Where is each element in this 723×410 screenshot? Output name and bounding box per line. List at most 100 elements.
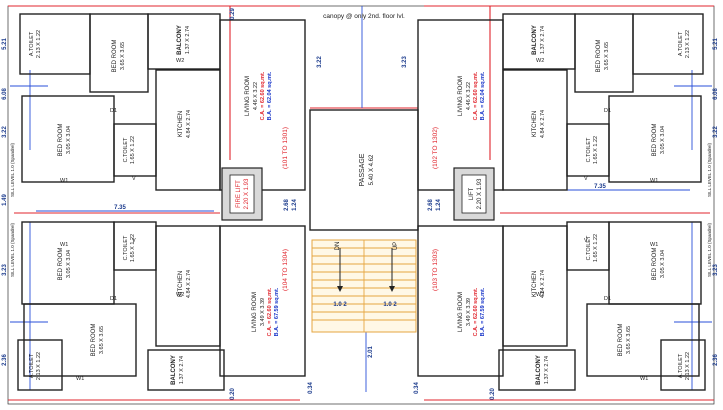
svg-text:V: V bbox=[584, 238, 588, 244]
svg-text:3.22: 3.22 bbox=[317, 56, 323, 68]
svg-text:BED ROOM: BED ROOM bbox=[618, 324, 624, 357]
stair-flight-2: 1.0 2 bbox=[383, 302, 397, 308]
svg-text:0.34: 0.34 bbox=[414, 382, 420, 394]
corridor-outline bbox=[309, 109, 419, 231]
stair-flight-1: 1.0 2 bbox=[333, 302, 347, 308]
svg-text:1.65 X 1.22: 1.65 X 1.22 bbox=[593, 136, 599, 164]
svg-text:3.05 X 3.04: 3.05 X 3.04 bbox=[660, 250, 666, 278]
svg-text:2.36: 2.36 bbox=[2, 354, 8, 366]
plan-border bbox=[7, 5, 715, 405]
unit-bottom-left: A.TOILET 2.13 X 1.22 BALCONY 1.37 X 2.74… bbox=[29, 234, 280, 385]
svg-text:BED ROOM: BED ROOM bbox=[91, 324, 97, 357]
stair-treads bbox=[312, 240, 416, 332]
svg-text:1.37 X 2.74: 1.37 X 2.74 bbox=[540, 26, 546, 54]
svg-text:BED ROOM: BED ROOM bbox=[58, 124, 64, 157]
svg-text:C.A. = 62.60 sq.mt.: C.A. = 62.60 sq.mt. bbox=[267, 287, 273, 336]
svg-text:BED ROOM: BED ROOM bbox=[58, 248, 64, 281]
svg-text:A.TOILET: A.TOILET bbox=[29, 31, 35, 56]
svg-text:LIVING ROOM: LIVING ROOM bbox=[252, 292, 258, 332]
svg-text:1.65 X 1.22: 1.65 X 1.22 bbox=[130, 136, 136, 164]
svg-text:2.36: 2.36 bbox=[713, 354, 719, 366]
svg-text:6.08: 6.08 bbox=[713, 88, 719, 100]
svg-text:BALCONY: BALCONY bbox=[532, 25, 538, 55]
svg-text:3.05 X 3.04: 3.05 X 3.04 bbox=[660, 126, 666, 154]
svg-text:1.24: 1.24 bbox=[436, 199, 442, 211]
passage-label: PASSAGE bbox=[359, 153, 366, 186]
svg-text:3.65 X 3.65: 3.65 X 3.65 bbox=[626, 326, 632, 354]
svg-text:BED ROOM: BED ROOM bbox=[112, 40, 118, 73]
svg-text:1.65 X 1.22: 1.65 X 1.22 bbox=[130, 234, 136, 262]
svg-text:2.68: 2.68 bbox=[428, 199, 434, 211]
svg-text:4.46 X 3.22: 4.46 X 3.22 bbox=[253, 82, 259, 110]
svg-text:3.49 X 3.39: 3.49 X 3.39 bbox=[260, 298, 266, 326]
fire-lift-size: 2.20 X 1.93 bbox=[244, 178, 250, 209]
svg-text:3.65 X 3.65: 3.65 X 3.65 bbox=[120, 42, 126, 70]
svg-text:1.37 X 2.74: 1.37 X 2.74 bbox=[179, 356, 185, 384]
svg-text:3.22: 3.22 bbox=[713, 126, 719, 138]
svg-text:A.TOILET: A.TOILET bbox=[29, 353, 35, 378]
svg-text:BALCONY: BALCONY bbox=[177, 25, 183, 55]
svg-text:3.23: 3.23 bbox=[713, 264, 719, 276]
svg-text:7.35: 7.35 bbox=[114, 205, 126, 211]
walls-left bbox=[17, 13, 306, 391]
svg-text:SILL LEVEL 1.0 (Spandrel): SILL LEVEL 1.0 (Spandrel) bbox=[707, 223, 712, 277]
svg-text:BALCONY: BALCONY bbox=[536, 355, 542, 385]
svg-text:3.65 X 3.65: 3.65 X 3.65 bbox=[604, 42, 610, 70]
svg-text:3.65 X 3.65: 3.65 X 3.65 bbox=[99, 326, 105, 354]
svg-text:1.49: 1.49 bbox=[2, 194, 8, 206]
svg-text:BED ROOM: BED ROOM bbox=[652, 248, 658, 281]
unit-id-bottom-left: (104 TO 1304) bbox=[282, 249, 289, 291]
svg-text:A.TOILET: A.TOILET bbox=[678, 353, 684, 378]
fire-lift-label: FIRE LIFT bbox=[236, 180, 242, 208]
svg-text:W1: W1 bbox=[60, 178, 68, 184]
svg-text:C.TOILET: C.TOILET bbox=[586, 137, 592, 162]
svg-text:C.A. = 62.60 sq.mt.: C.A. = 62.60 sq.mt. bbox=[473, 287, 479, 336]
svg-text:4.46 X 3.22: 4.46 X 3.22 bbox=[466, 82, 472, 110]
svg-text:KITCHEN: KITCHEN bbox=[178, 271, 184, 297]
svg-text:4.84 X 2.74: 4.84 X 2.74 bbox=[540, 270, 546, 298]
svg-text:SILL LEVEL 1.0 (Spandrel): SILL LEVEL 1.0 (Spandrel) bbox=[10, 223, 15, 277]
svg-text:B.A. = 67.59 sq.mt.: B.A. = 67.59 sq.mt. bbox=[274, 287, 280, 336]
svg-text:W2: W2 bbox=[176, 292, 184, 298]
svg-text:4.84 X 2.74: 4.84 X 2.74 bbox=[540, 110, 546, 138]
unit-id-top-left: (101 TO 1301) bbox=[282, 127, 289, 169]
unit-top-left: A.TOILET 2.13 X 1.22 BALCONY 1.37 X 2.74… bbox=[29, 25, 273, 164]
svg-text:D1: D1 bbox=[604, 108, 611, 114]
svg-text:2.13 X 1.22: 2.13 X 1.22 bbox=[685, 352, 691, 380]
svg-text:4.84 X 2.74: 4.84 X 2.74 bbox=[186, 270, 192, 298]
svg-text:B.A. = 62.04 sq.mt.: B.A. = 62.04 sq.mt. bbox=[267, 71, 273, 120]
dimension-labels: 5.21 3.22 1.49 3.23 2.36 5.21 3.22 3.23 … bbox=[2, 8, 719, 400]
svg-text:2.13 X 1.22: 2.13 X 1.22 bbox=[36, 30, 42, 58]
svg-text:1.65 X 1.22: 1.65 X 1.22 bbox=[593, 234, 599, 262]
svg-text:D1: D1 bbox=[604, 296, 611, 302]
svg-text:C.A. = 62.60 sq.mt.: C.A. = 62.60 sq.mt. bbox=[473, 71, 479, 120]
svg-text:KITCHEN: KITCHEN bbox=[532, 111, 538, 137]
unit-id-bottom-right: (103 TO 1303) bbox=[432, 249, 439, 291]
svg-text:1.24: 1.24 bbox=[292, 199, 298, 211]
svg-text:W2: W2 bbox=[176, 58, 184, 64]
svg-text:C.A. = 62.60 sq.mt.: C.A. = 62.60 sq.mt. bbox=[260, 71, 266, 120]
svg-text:W1: W1 bbox=[650, 178, 658, 184]
lift-size: 2.20 X 1.93 bbox=[477, 178, 483, 209]
svg-text:C.TOILET: C.TOILET bbox=[123, 137, 129, 162]
svg-text:3.23: 3.23 bbox=[402, 56, 408, 68]
svg-text:2.13 X 1.22: 2.13 X 1.22 bbox=[36, 352, 42, 380]
svg-text:KITCHEN: KITCHEN bbox=[532, 271, 538, 297]
stair-down-label: DN bbox=[335, 242, 341, 251]
unit-id-top-right: (102 TO 1302) bbox=[432, 127, 439, 169]
svg-text:C.TOILET: C.TOILET bbox=[586, 235, 592, 260]
perimeter-lines bbox=[8, 5, 714, 401]
svg-text:0.20: 0.20 bbox=[490, 388, 496, 400]
canopy-note: canopy @ only 2nd. floor lvl. bbox=[323, 13, 405, 20]
svg-text:B.A. = 62.04 sq.mt.: B.A. = 62.04 sq.mt. bbox=[480, 71, 486, 120]
svg-text:W1: W1 bbox=[76, 376, 84, 382]
passage-size: 5.40 X 4.62 bbox=[369, 154, 375, 185]
svg-text:V: V bbox=[584, 176, 588, 182]
svg-text:D1: D1 bbox=[110, 296, 117, 302]
svg-text:3.23: 3.23 bbox=[2, 264, 8, 276]
svg-text:0.34: 0.34 bbox=[308, 382, 314, 394]
svg-text:A.TOILET: A.TOILET bbox=[678, 31, 684, 56]
stair-up-label: UP bbox=[393, 242, 399, 250]
svg-text:D1: D1 bbox=[110, 108, 117, 114]
svg-text:LIVING ROOM: LIVING ROOM bbox=[458, 292, 464, 332]
